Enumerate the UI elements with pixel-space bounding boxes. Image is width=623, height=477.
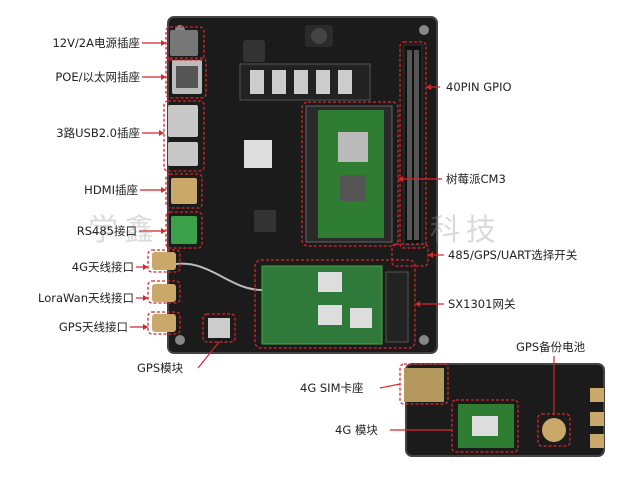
label-rs485: RS485接口 (76, 224, 137, 238)
label-lora-antenna: LoraWan天线接口 (38, 291, 134, 305)
label-power: 12V/2A电源插座 (52, 36, 140, 50)
label-poe: POE/以太网插座 (55, 70, 140, 84)
watermark-left: 学鑫 (88, 213, 160, 248)
label-battery: GPS备份电池 (516, 340, 586, 354)
label-hdmi: HDMI插座 (84, 183, 138, 197)
watermark-right: 科技 (430, 213, 502, 248)
secondary-pcb (404, 363, 605, 457)
label-cm3: 树莓派CM3 (446, 172, 506, 186)
label-sx1301: SX1301网关 (448, 297, 516, 311)
label-gpio: 40PIN GPIO (446, 80, 512, 94)
label-gps-module: GPS模块 (137, 361, 184, 375)
main-pcb (152, 16, 438, 354)
label-sim: 4G SIM卡座 (300, 381, 364, 395)
label-4g-antenna: 4G天线接口 (71, 260, 134, 274)
label-4g-module: 4G 模块 (335, 423, 378, 437)
label-gps-antenna: GPS天线接口 (58, 320, 128, 334)
label-switch: 485/GPS/UART选择开关 (448, 248, 578, 262)
label-usb: 3路USB2.0插座 (56, 126, 140, 140)
